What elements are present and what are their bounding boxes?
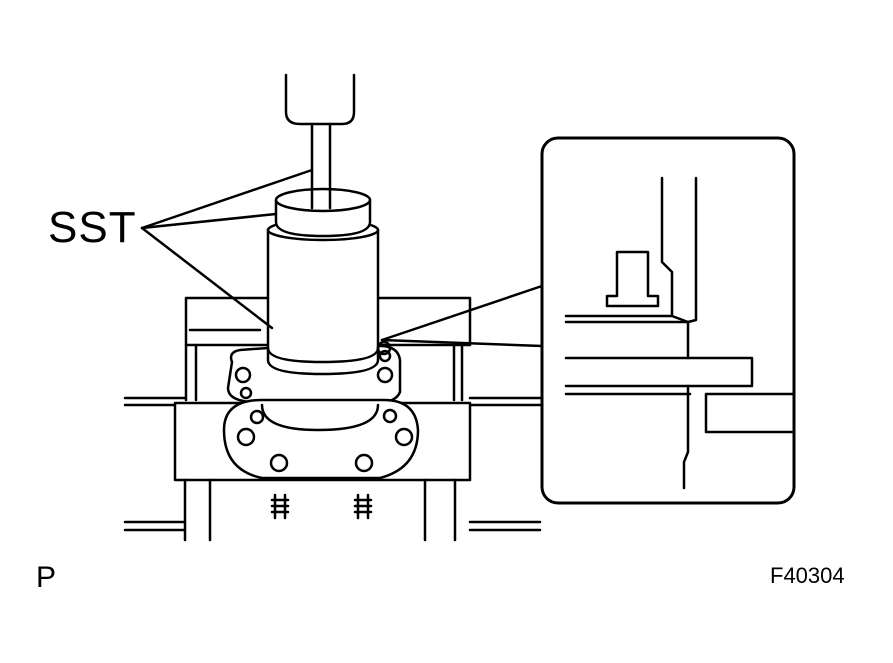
hub-bolts bbox=[272, 495, 371, 518]
inset-plate-section bbox=[566, 316, 794, 488]
sst-label: SST bbox=[48, 203, 137, 252]
detail-callout-connector bbox=[378, 286, 542, 354]
sst-tool bbox=[268, 189, 378, 374]
sst-leader-lines bbox=[142, 170, 312, 328]
inset-bolt-section bbox=[607, 252, 658, 306]
base-rails bbox=[125, 398, 540, 530]
figure-code-label: F40304 bbox=[770, 563, 845, 588]
detail-inset bbox=[542, 138, 794, 503]
corner-letter-label: P bbox=[36, 561, 57, 594]
axle-hub bbox=[224, 400, 418, 478]
